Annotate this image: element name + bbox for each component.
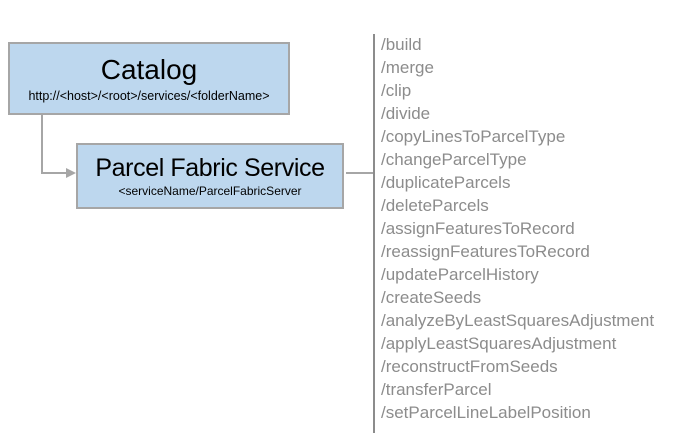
endpoint-item: /duplicateParcels	[381, 173, 511, 192]
endpoints-list: /build/merge/clip/divide/copyLinesToParc…	[381, 33, 654, 424]
endpoint-item: /createSeeds	[381, 288, 482, 307]
endpoint-item: /applyLeastSquaresAdjustment	[381, 334, 617, 353]
service-to-endpoints-connector	[346, 172, 374, 174]
endpoints-divider-line	[373, 34, 375, 433]
catalog-node: Catalog http://<host>/<root>/services/<f…	[8, 42, 290, 115]
parcel-fabric-service-node: Parcel Fabric Service <serviceName/Parce…	[76, 143, 344, 209]
endpoint-item: /updateParcelHistory	[381, 265, 539, 284]
endpoint-item: /reassignFeaturesToRecord	[381, 242, 590, 261]
catalog-url-template: http://<host>/<root>/services/<folderNam…	[28, 88, 270, 103]
endpoint-item: /reconstructFromSeeds	[381, 357, 558, 376]
catalog-to-service-connector-vertical	[41, 115, 43, 174]
endpoint-item: /merge	[381, 58, 434, 77]
endpoint-item: /analyzeByLeastSquaresAdjustment	[381, 311, 655, 330]
endpoint-item: /clip	[381, 81, 412, 100]
endpoint-item: /setParcelLineLabelPosition	[381, 403, 591, 422]
catalog-to-service-connector-horizontal	[41, 172, 67, 174]
endpoint-item: /assignFeaturesToRecord	[381, 219, 575, 238]
endpoint-item: /transferParcel	[381, 380, 492, 399]
endpoint-item: /copyLinesToParcelType	[381, 127, 566, 146]
service-url-template: <serviceName/ParcelFabricServer	[118, 184, 302, 199]
endpoint-item: /divide	[381, 104, 431, 123]
endpoint-item: /build	[381, 35, 422, 54]
endpoint-item: /changeParcelType	[381, 150, 527, 169]
service-title: Parcel Fabric Service	[95, 153, 325, 182]
catalog-title: Catalog	[100, 54, 198, 86]
arrowhead-icon	[66, 168, 76, 178]
endpoint-item: /deleteParcels	[381, 196, 489, 215]
